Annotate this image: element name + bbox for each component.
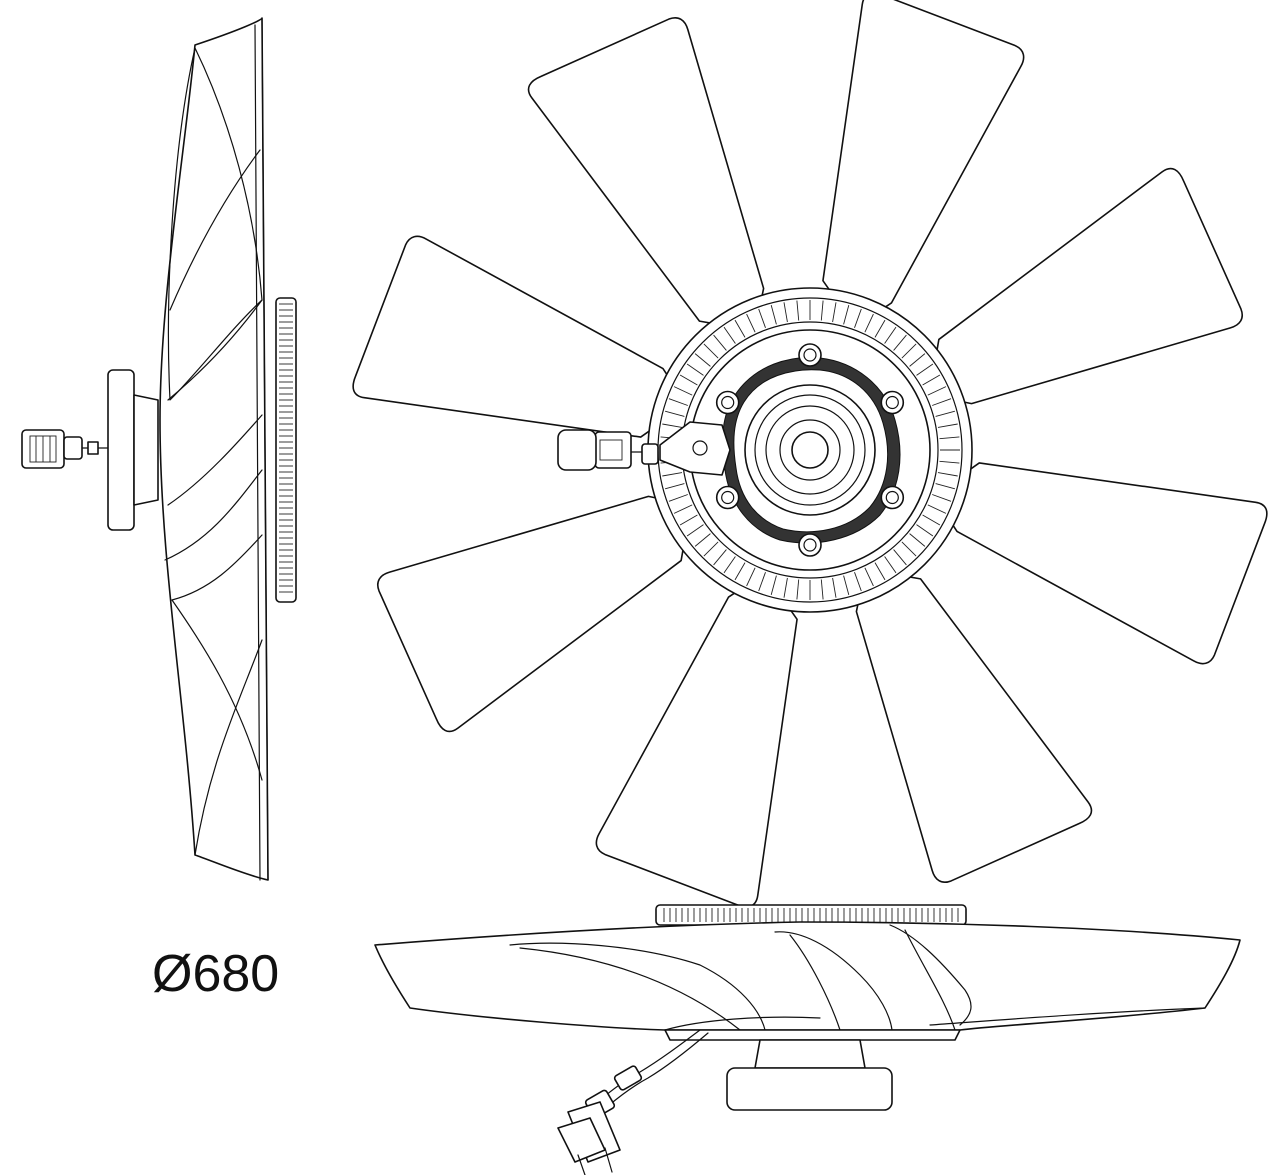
bottom-view-blade-3 (774, 931, 893, 1031)
diameter-label: Ø680 (152, 945, 280, 1003)
front-view-blade-6 (376, 495, 687, 733)
bottom-view-blade-4 (789, 934, 841, 1031)
front-view-blade-8 (527, 16, 765, 327)
bottom-view-hub (664, 1029, 961, 1041)
bottom-view-blade-7 (664, 1016, 821, 1031)
side-view-blade-7 (171, 599, 263, 781)
side-view-blade-envelope (159, 17, 269, 881)
bottom-view-cable (599, 1029, 701, 1101)
front-view-blade-1 (822, 0, 1025, 315)
side-view-blade-1 (167, 47, 263, 401)
front-view-bolts (715, 343, 905, 557)
front-view-center-bore (791, 431, 829, 469)
bottom-view-blade-envelope (374, 921, 1241, 1031)
front-view-bolt-3 (880, 485, 905, 510)
side-view-clutch-hub (107, 369, 135, 531)
front-view-blade-5 (595, 585, 798, 908)
front-view-blade-7 (352, 235, 675, 438)
front-view-cable-clip (641, 443, 659, 465)
front-view-blade-3 (945, 462, 1268, 665)
front-view-blade-4 (855, 573, 1093, 884)
bottom-view-clutch-body (754, 1039, 866, 1069)
front-view-blades (352, 0, 1268, 908)
side-view-blade-5 (164, 469, 263, 561)
bottom-view-blade-1 (509, 942, 766, 1031)
front-view-bolt-5 (715, 485, 740, 510)
front-view-bolt-2 (880, 390, 905, 415)
front-view-bolt-1 (798, 343, 822, 367)
side-view-blade-4 (167, 414, 263, 506)
front-view (352, 0, 1268, 908)
front-view-blade-2 (933, 167, 1244, 405)
side-view-blade-3 (167, 299, 263, 401)
bottom-view-blade-6 (904, 929, 956, 1031)
side-view (21, 17, 297, 881)
bottom-view (374, 904, 1241, 1175)
side-view-clutch-body (133, 394, 159, 506)
bottom-view-blades (509, 924, 1206, 1031)
front-view-bracket (659, 421, 731, 476)
bottom-view-ring-teeth (663, 908, 959, 922)
side-view-blade-6 (171, 534, 263, 601)
side-view-blade-2 (169, 149, 261, 311)
front-view-bolt-4 (798, 533, 822, 557)
bottom-view-blade-2 (519, 947, 741, 1031)
side-view-ring-teeth (279, 303, 293, 593)
bottom-view-blade-8 (929, 1007, 1206, 1026)
bottom-view-blade-5 (889, 924, 972, 1026)
bottom-view-clutch-plate (726, 1067, 893, 1111)
side-view-blade-8 (194, 639, 263, 856)
front-view-bolt-6 (715, 390, 740, 415)
